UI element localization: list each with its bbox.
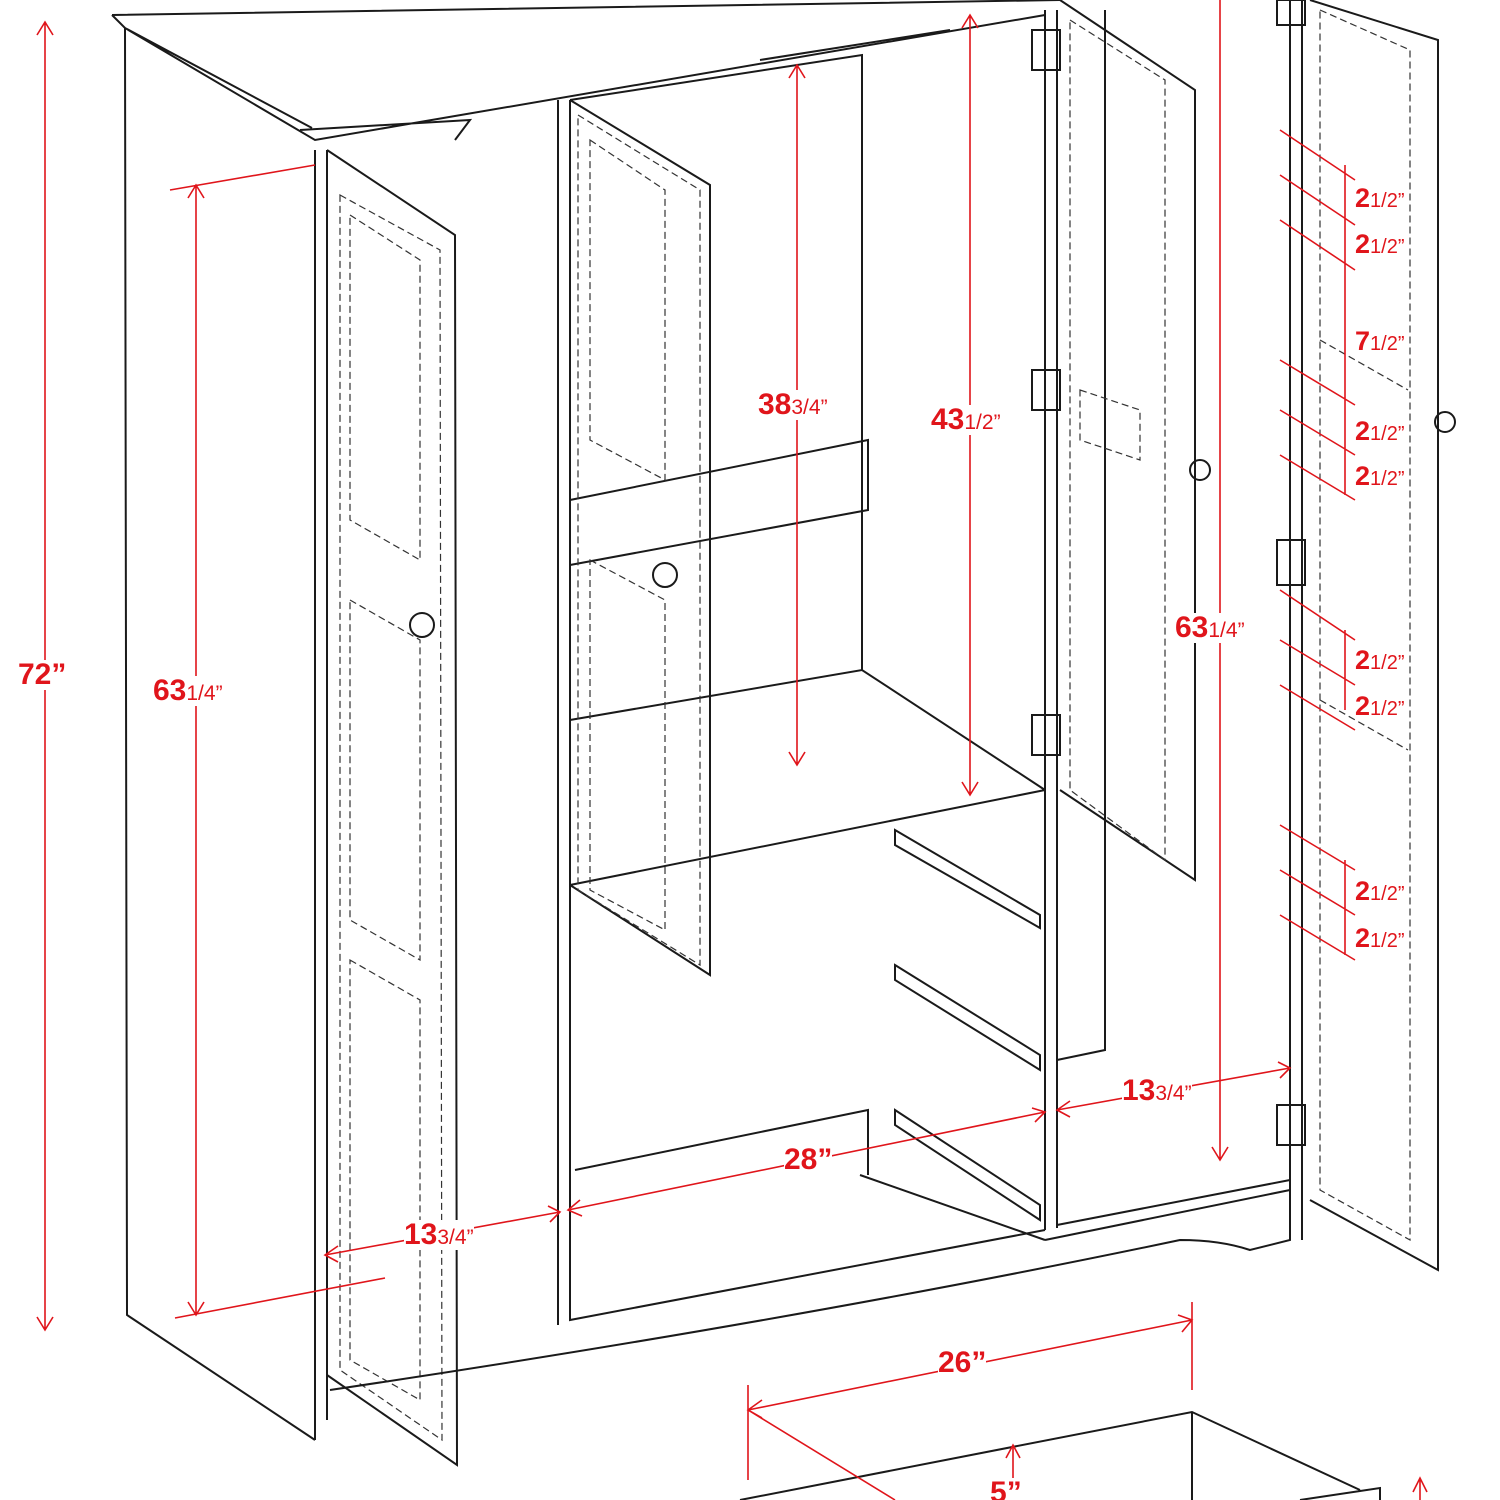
center-left-partition bbox=[557, 53, 1046, 1325]
dim-right-interior-height: 631/4” bbox=[1175, 611, 1245, 644]
dim-drawer-height: 5” bbox=[990, 1478, 1022, 1500]
center-door bbox=[569, 99, 711, 977]
dim-right-compartment-width: 133/4” bbox=[1122, 1074, 1192, 1107]
dim-shelf-spacing: 21/2” bbox=[1355, 229, 1405, 259]
dim-drawer-width: 26” bbox=[938, 1346, 987, 1379]
dim-left-door-height: 631/4” bbox=[153, 674, 223, 707]
dim-shelf-spacing: 21/2” bbox=[1355, 645, 1405, 675]
dim-center-compartment-width: 28” bbox=[784, 1143, 833, 1176]
left-door bbox=[326, 149, 459, 1467]
dim-shelf-spacing: 21/2” bbox=[1355, 461, 1405, 491]
right-door bbox=[1289, 0, 1456, 1272]
dim-shelf-spacing: 21/2” bbox=[1355, 876, 1405, 906]
left-side-panel bbox=[124, 27, 328, 1441]
center-door-knob bbox=[652, 562, 678, 588]
dim-left-compartment-width: 133/4” bbox=[404, 1218, 474, 1251]
dim-shelf-spacing: 21/2” bbox=[1355, 923, 1405, 953]
top-board bbox=[111, 0, 1061, 142]
center-right-partition bbox=[329, 10, 1291, 1391]
dim-shelf-spacing: 71/2” bbox=[1355, 326, 1405, 356]
dim-shelf-spacing: 21/2” bbox=[1355, 183, 1405, 213]
dimension-lines bbox=[36, 0, 1428, 1500]
drawer bbox=[739, 1410, 1381, 1500]
dim-center-interior-height: 431/2” bbox=[931, 403, 1001, 436]
dim-shelf-spacing: 21/2” bbox=[1355, 416, 1405, 446]
right-door-knob bbox=[1434, 411, 1456, 433]
drawer-slides bbox=[894, 828, 1041, 1222]
inner-door-knob bbox=[1189, 459, 1211, 481]
hinges bbox=[1031, 0, 1306, 1146]
dim-shelf-spacing: 21/2” bbox=[1355, 691, 1405, 721]
left-door-knob bbox=[409, 612, 435, 638]
inner-right-door bbox=[1059, 0, 1211, 882]
dim-overall-height: 72” bbox=[18, 658, 67, 691]
dim-upper-compartment-height: 383/4” bbox=[758, 388, 828, 421]
